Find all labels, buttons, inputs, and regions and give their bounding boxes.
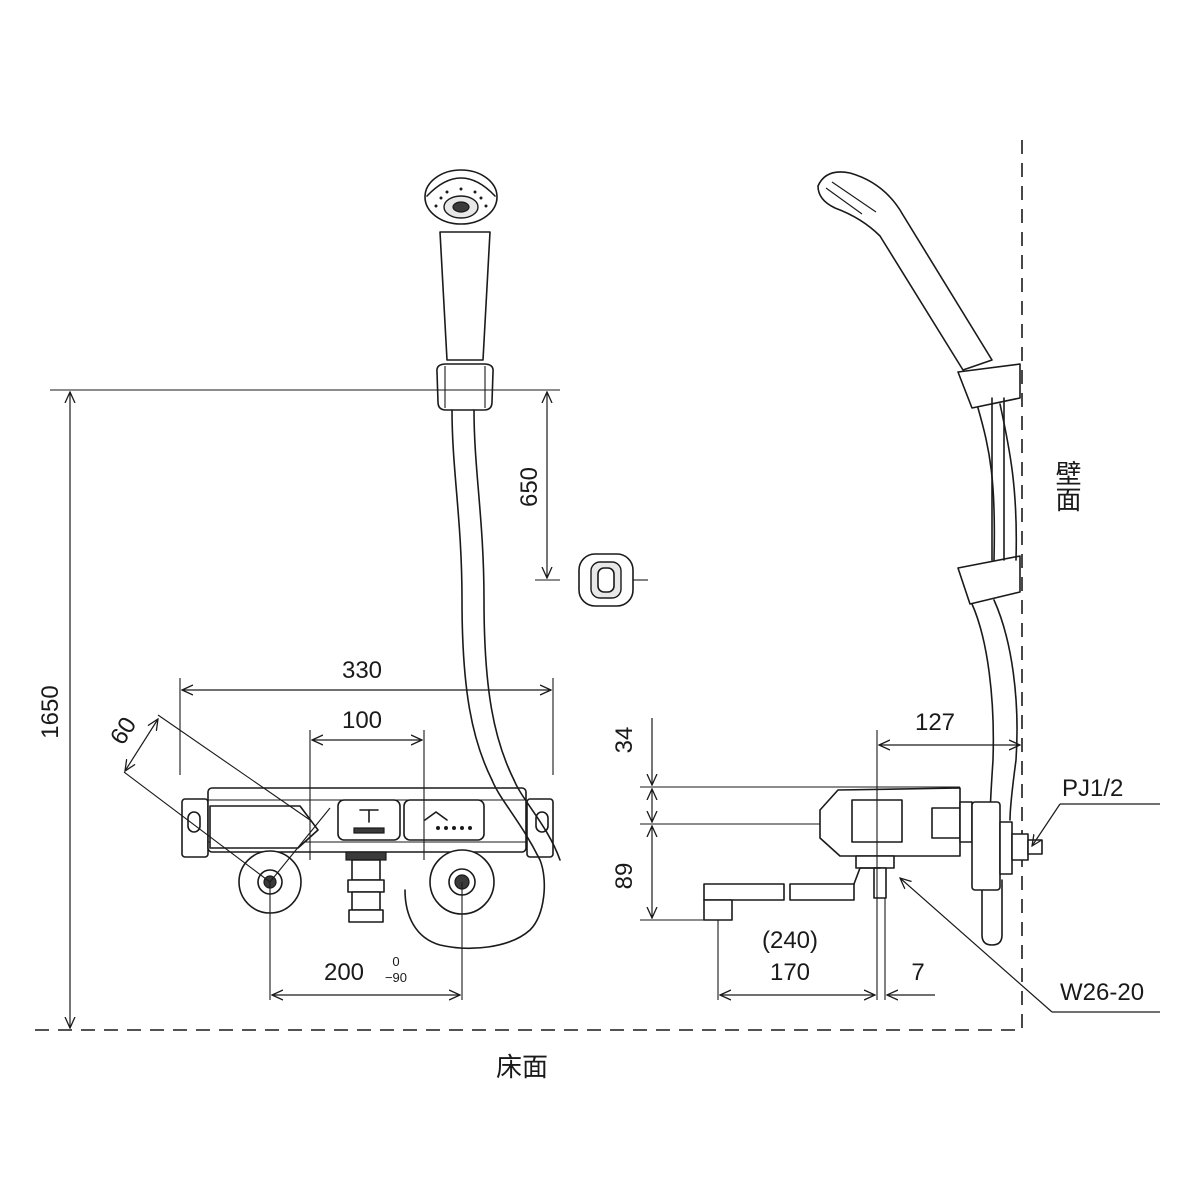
dimension-100: 100 (309, 707, 425, 860)
shower-head-front (424, 169, 498, 361)
wall-label: 壁面 (1051, 460, 1081, 512)
dim-200-tol-lower: −90 (385, 970, 407, 985)
slide-bar-side (957, 363, 1021, 605)
dimension-1650: 1650 (37, 389, 560, 1028)
hose-side (971, 403, 1018, 946)
dim-330-label: 330 (342, 657, 382, 684)
dimension-170-7: (240) 170 7 (717, 898, 935, 1000)
dim-240-label: (240) (762, 927, 818, 954)
dim-127-label: 127 (915, 709, 955, 736)
front-view (181, 169, 648, 950)
shower-head-side (817, 171, 993, 371)
faucet-body-side (819, 787, 1043, 891)
dim-170-label: 170 (770, 959, 810, 986)
dimension-200: 200 0 −90 (269, 882, 463, 1000)
callout-pj-label: PJ1/2 (1062, 775, 1123, 802)
dim-7-label: 7 (911, 959, 924, 986)
dim-60-label: 60 (105, 713, 142, 750)
dimension-127: 127 (876, 709, 1020, 1000)
dim-89-label: 89 (611, 863, 638, 890)
dim-650-label: 650 (516, 467, 543, 507)
dimension-34-89: 34 89 (611, 718, 960, 921)
dim-200-label: 200 (324, 959, 364, 986)
dim-100-label: 100 (342, 707, 382, 734)
floor-label: 床面 (496, 1053, 548, 1083)
spout-side (703, 855, 895, 921)
callout-w26: W26-20 (900, 878, 1160, 1013)
dim-34-label: 34 (611, 727, 638, 754)
upper-holder-front (436, 363, 494, 411)
dimension-650: 650 (516, 392, 560, 581)
faucet-body-front (181, 787, 554, 923)
lower-holder-front (578, 553, 648, 607)
dim-1650-label: 1650 (37, 685, 64, 738)
callout-pj: PJ1/2 (1032, 775, 1160, 846)
side-view (703, 171, 1043, 946)
callout-w26-label: W26-20 (1060, 979, 1144, 1006)
dimension-330: 330 (179, 657, 554, 775)
dim-200-tol-upper: 0 (392, 954, 399, 969)
hose-front (451, 409, 515, 781)
